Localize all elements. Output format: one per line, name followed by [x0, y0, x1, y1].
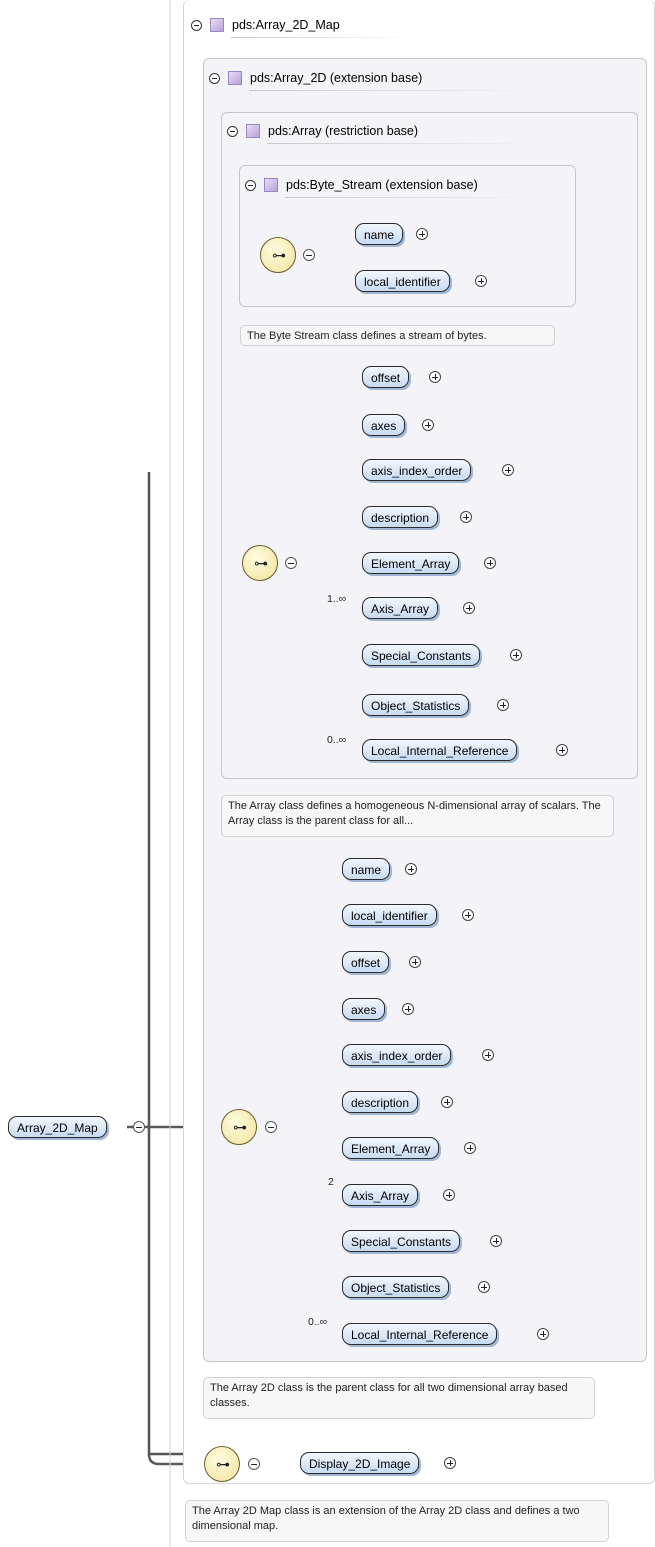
element-offset[interactable]: offset — [342, 951, 390, 973]
expand-icon[interactable] — [556, 744, 568, 756]
element-name[interactable]: name — [342, 858, 391, 880]
complex-type-icon — [228, 71, 242, 85]
collapse-icon[interactable] — [227, 125, 238, 137]
element-local-internal-reference[interactable]: Local_Internal_Reference — [342, 1323, 498, 1345]
expand-icon[interactable] — [462, 909, 474, 921]
expand-icon[interactable] — [422, 419, 434, 431]
element-axes[interactable]: axes — [362, 414, 406, 436]
element-description[interactable]: description — [342, 1091, 419, 1113]
expand-icon[interactable] — [464, 1142, 476, 1154]
collapse-icon[interactable] — [191, 19, 202, 31]
array-2d-map-title: pds:Array_2D_Map — [232, 18, 340, 32]
sequence-compositor-icon[interactable]: ⊶ — [221, 1109, 257, 1145]
byte-stream-title: pds:Byte_Stream (extension base) — [286, 178, 478, 192]
collapse-icon[interactable] — [245, 179, 256, 191]
collapse-icon[interactable] — [133, 1121, 145, 1133]
collapse-icon[interactable] — [248, 1458, 260, 1470]
element-axes[interactable]: axes — [342, 998, 386, 1020]
element-special-constants[interactable]: Special_Constants — [342, 1230, 461, 1252]
collapse-icon[interactable] — [209, 72, 220, 84]
expand-icon[interactable] — [402, 1003, 414, 1015]
sequence-compositor-icon[interactable]: ⊶ — [242, 545, 278, 581]
array-2d-note: The Array 2D class is the parent class f… — [203, 1377, 595, 1419]
element-axis-array[interactable]: Axis_Array — [342, 1184, 419, 1206]
element-special-constants[interactable]: Special_Constants — [362, 644, 481, 666]
element-axis-index-order[interactable]: axis_index_order — [342, 1044, 452, 1066]
cardinality-local-internal-reference: 0..∞ — [308, 1316, 328, 1328]
element-display-2d-image[interactable]: Display_2D_Image — [300, 1452, 420, 1474]
expand-icon[interactable] — [497, 699, 509, 711]
element-axis-index-order[interactable]: axis_index_order — [362, 459, 472, 481]
expand-icon[interactable] — [490, 1235, 502, 1247]
expand-icon[interactable] — [460, 511, 472, 523]
cardinality-axis-array: 1..∞ — [327, 593, 347, 605]
byte-stream-note: The Byte Stream class defines a stream o… — [240, 325, 555, 346]
element-local-identifier[interactable]: local_identifier — [342, 904, 437, 926]
sequence-compositor-icon[interactable]: ⊶ — [260, 237, 296, 273]
array-header: pds:Array (restriction base) — [227, 121, 537, 144]
cardinality-local-internal-reference: 0..∞ — [327, 734, 347, 746]
array-2d-header: pds:Array_2D (extension base) — [209, 68, 539, 91]
cardinality-axis-array: 2 — [328, 1176, 334, 1188]
expand-icon[interactable] — [478, 1281, 490, 1293]
expand-icon[interactable] — [475, 275, 487, 287]
element-description[interactable]: description — [362, 506, 439, 528]
collapse-icon[interactable] — [265, 1121, 277, 1133]
element-object-statistics[interactable]: Object_Statistics — [362, 694, 470, 716]
complex-type-icon — [246, 124, 260, 138]
element-object-statistics[interactable]: Object_Statistics — [342, 1276, 450, 1298]
element-offset[interactable]: offset — [362, 366, 410, 388]
element-name[interactable]: name — [355, 223, 404, 245]
array-note: The Array class defines a homogeneous N-… — [221, 795, 614, 837]
element-axis-array[interactable]: Axis_Array — [362, 597, 439, 619]
expand-icon[interactable] — [444, 1457, 456, 1469]
complex-type-icon — [210, 18, 224, 32]
element-local-internal-reference[interactable]: Local_Internal_Reference — [362, 739, 518, 761]
array-title: pds:Array (restriction base) — [268, 124, 419, 138]
complex-type-icon — [264, 178, 278, 192]
expand-icon[interactable] — [482, 1049, 494, 1061]
expand-icon[interactable] — [429, 371, 441, 383]
expand-icon[interactable] — [416, 228, 428, 240]
root-element-array-2d-map[interactable]: Array_2D_Map — [8, 1116, 107, 1138]
expand-icon[interactable] — [405, 863, 417, 875]
byte-stream-header: pds:Byte_Stream (extension base) — [245, 175, 535, 198]
expand-icon[interactable] — [463, 602, 475, 614]
expand-icon[interactable] — [441, 1096, 453, 1108]
element-local-identifier[interactable]: local_identifier — [355, 270, 450, 292]
collapse-icon[interactable] — [285, 557, 297, 569]
array-2d-map-header: pds:Array_2D_Map — [191, 15, 411, 38]
expand-icon[interactable] — [409, 956, 421, 968]
expand-icon[interactable] — [510, 649, 522, 661]
expand-icon[interactable] — [502, 464, 514, 476]
element-element-array[interactable]: Element_Array — [362, 552, 460, 574]
sequence-compositor-icon[interactable]: ⊶ — [204, 1446, 240, 1482]
expand-icon[interactable] — [537, 1328, 549, 1340]
expand-icon[interactable] — [484, 557, 496, 569]
array-2d-title: pds:Array_2D (extension base) — [250, 71, 423, 85]
expand-icon[interactable] — [443, 1189, 455, 1201]
collapse-icon[interactable] — [303, 249, 315, 261]
element-element-array[interactable]: Element_Array — [342, 1137, 440, 1159]
array-2d-map-note: The Array 2D Map class is an extension o… — [185, 1500, 609, 1542]
